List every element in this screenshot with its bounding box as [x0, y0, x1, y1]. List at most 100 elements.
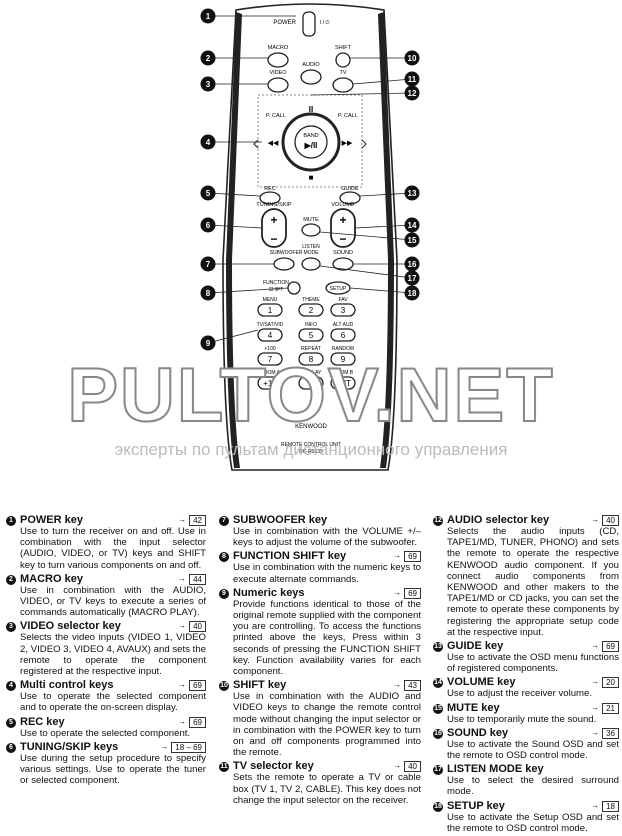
numeric-key[interactable]	[257, 352, 283, 366]
svg-text:SHIFT: SHIFT	[335, 45, 352, 51]
keypad-alt-label: ROOM B	[333, 370, 354, 376]
svg-text:▶/II: ▶/II	[304, 141, 318, 150]
numeric-key-label: 5	[309, 331, 314, 340]
key-entry-title: SUBWOOFER key	[233, 514, 328, 526]
callout-number: 11	[408, 75, 417, 84]
page-reference: 40	[591, 515, 619, 526]
callout-number: 13	[408, 189, 417, 198]
guide-key[interactable]	[339, 191, 361, 205]
svg-text:MACRO: MACRO	[268, 45, 289, 51]
numeric-key[interactable]	[257, 303, 283, 317]
numeric-key-label: 9	[341, 355, 346, 364]
numeric-key[interactable]	[298, 328, 324, 342]
callout-number: 15	[408, 236, 417, 245]
callout-leader	[207, 192, 261, 197]
tv-selector-key[interactable]	[332, 77, 354, 93]
keypad-alt-label: FAV	[338, 297, 348, 303]
fast-forward-key[interactable]: ▶▶	[342, 140, 353, 147]
callout-number-badge: 1	[6, 516, 16, 526]
key-entry-title: SETUP key	[447, 799, 505, 812]
page-reference: 43	[393, 680, 421, 692]
numeric-key[interactable]	[298, 376, 324, 390]
numeric-key[interactable]	[330, 352, 356, 366]
svg-text:TV: TV	[339, 70, 346, 76]
key-entry-title: TUNING/SKIP keys	[20, 740, 119, 753]
key-entry-text: Sets the remote to operate a TV or cable…	[233, 772, 421, 806]
key-entry-title: FUNCTION SHIFT key	[233, 550, 347, 563]
callout-marker	[404, 285, 420, 301]
callout-marker	[200, 285, 216, 301]
macro-key[interactable]	[267, 52, 289, 68]
numeric-key[interactable]	[257, 328, 283, 342]
page-reference: 69	[393, 587, 421, 599]
numeric-key[interactable]	[330, 328, 356, 342]
numeric-key[interactable]	[257, 376, 283, 390]
svg-text:+: +	[270, 213, 277, 227]
page-reference: 69	[393, 551, 421, 563]
callout-number: 17	[408, 274, 417, 283]
svg-text:RC-R0630: RC-R0630	[299, 449, 323, 455]
subwoofer-key[interactable]	[273, 257, 295, 271]
numeric-key[interactable]	[298, 352, 324, 366]
mute-key[interactable]	[301, 223, 321, 237]
band-play-key[interactable]	[294, 125, 328, 159]
svg-text:I / ⏻: I / ⏻	[320, 20, 330, 26]
rec-key[interactable]	[259, 191, 281, 205]
svg-text:P. CALL: P. CALL	[266, 113, 286, 119]
callout-marker	[200, 76, 216, 92]
key-entry-title: Numeric keys	[233, 586, 305, 599]
stop-key[interactable]: ■	[309, 173, 314, 182]
rewind-key[interactable]: ◀◀	[268, 140, 279, 147]
function-shift-key[interactable]	[287, 281, 301, 295]
key-entry-text: Use to turn the receiver on and off. Use…	[20, 526, 206, 571]
key-entry-title: GUIDE key	[447, 640, 504, 653]
callout-number: 10	[408, 54, 417, 63]
video-selector-key[interactable]	[267, 77, 289, 93]
numeric-key[interactable]	[330, 303, 356, 317]
page-reference: 69	[178, 716, 206, 728]
callout-number: 5	[206, 189, 211, 198]
svg-text:SOUND: SOUND	[333, 250, 353, 256]
key-entry-title: AUDIO selector key	[447, 514, 550, 526]
listen-mode-key[interactable]	[301, 257, 321, 271]
svg-text:P. CALL: P. CALL	[338, 113, 358, 119]
numeric-key-label: 0	[309, 379, 314, 388]
pause-key[interactable]: II	[309, 105, 313, 114]
keypad-alt-label: ALT AUD	[333, 322, 354, 328]
svg-text:SHIFT: SHIFT	[269, 287, 283, 293]
power-key[interactable]	[302, 11, 316, 37]
svg-text:−: −	[270, 232, 277, 246]
key-entry-text: Use to activate the Setup OSD and set th…	[447, 811, 619, 834]
callout-number-badge: 5	[6, 717, 16, 728]
key-entry-text: Use in combination with the numeric keys…	[233, 562, 421, 585]
callout-number: 1	[206, 12, 211, 21]
shift-key[interactable]	[335, 52, 351, 68]
svg-text:TUNING/SKIP: TUNING/SKIP	[256, 202, 291, 208]
callout-marker	[404, 256, 420, 272]
audio-selector-key[interactable]	[300, 69, 322, 85]
key-entry-text: Use in combination with the AUDIO and VI…	[233, 691, 421, 759]
key-entry-title: MACRO key	[20, 572, 83, 585]
callout-number: 18	[408, 289, 417, 298]
page-reference: 20	[591, 677, 619, 689]
numeric-key[interactable]	[330, 376, 356, 390]
numeric-key[interactable]	[298, 303, 324, 317]
callout-number: 16	[408, 260, 417, 269]
callout-marker	[404, 217, 420, 233]
numeric-key-label: 3	[341, 306, 346, 315]
keypad-alt-label: REPEAT	[301, 346, 321, 352]
callout-number-badge: 8	[219, 552, 229, 563]
page-reference: 40	[178, 621, 206, 633]
